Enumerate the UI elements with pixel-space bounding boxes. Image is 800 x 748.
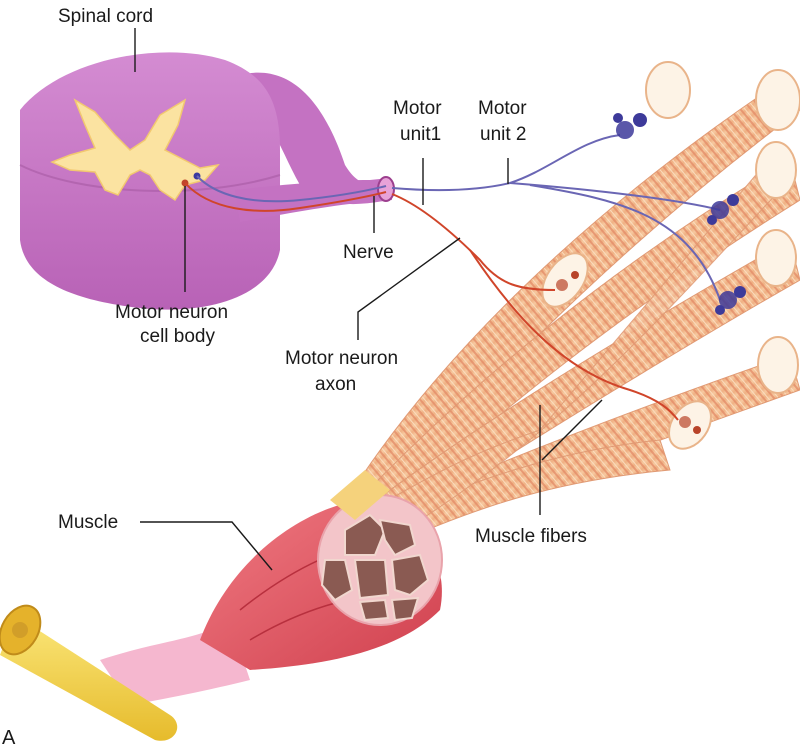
bone-shaft (0, 615, 178, 741)
label-muscle: Muscle (58, 512, 273, 571)
fiber-cross-section (757, 336, 799, 394)
label-motor-neuron-cell-body: Motor neuron cell body (115, 186, 228, 347)
fiber-cross-section (755, 141, 797, 199)
label-spinal-cord: Spinal cord (58, 6, 153, 72)
fascicles (320, 513, 430, 622)
fiber-cross-section (755, 69, 800, 131)
spinal-cord (19, 52, 395, 310)
label-motor-unit-2: Motor unit 2 (478, 98, 527, 184)
fascicle (344, 513, 387, 556)
muscle-fiber (378, 169, 781, 521)
label-text: Nerve (343, 242, 394, 263)
neuromuscular-junctions-unit-1 (556, 271, 701, 434)
muscle (100, 470, 443, 705)
nerve-root (240, 72, 390, 205)
label-muscle-fibers: Muscle fibers (475, 399, 603, 547)
motor-unit-1-axon (391, 193, 679, 421)
muscle-fibers (339, 61, 800, 549)
label-text: unit 2 (480, 124, 526, 145)
label-nerve: Nerve (343, 196, 394, 263)
panel-letter: A (2, 727, 16, 748)
label-motor-unit-1: Motor unit1 (393, 98, 442, 205)
label-text: cell body (140, 326, 215, 347)
bone (0, 604, 178, 741)
fascicle (378, 518, 417, 557)
label-text: Motor (478, 98, 527, 119)
label-motor-neuron-axon: Motor neuron axon (285, 237, 461, 395)
label-text: Muscle fibers (475, 526, 587, 547)
fiber-cross-section (645, 61, 691, 119)
label-text: unit1 (400, 124, 441, 145)
label-text: Spinal cord (58, 6, 153, 27)
label-text: Motor (393, 98, 442, 119)
fiber-cross-section (755, 229, 797, 287)
fascicle (390, 596, 420, 622)
fascicle (358, 598, 390, 622)
spinal-cord-body (20, 52, 280, 310)
fascicle (390, 553, 430, 597)
label-text: Muscle (58, 512, 118, 533)
fascicle (353, 559, 390, 600)
fascicle (320, 559, 354, 602)
neuromuscular-junctions-unit-2 (613, 113, 746, 315)
gray-matter (50, 98, 220, 202)
label-text: axon (315, 374, 356, 395)
nerve-cut-end (377, 176, 395, 202)
label-text: Motor neuron (285, 348, 398, 369)
label-text: Motor neuron (115, 302, 228, 323)
fiber-bundle-stalk (330, 470, 390, 520)
motor-unit-2-axon (391, 134, 721, 301)
